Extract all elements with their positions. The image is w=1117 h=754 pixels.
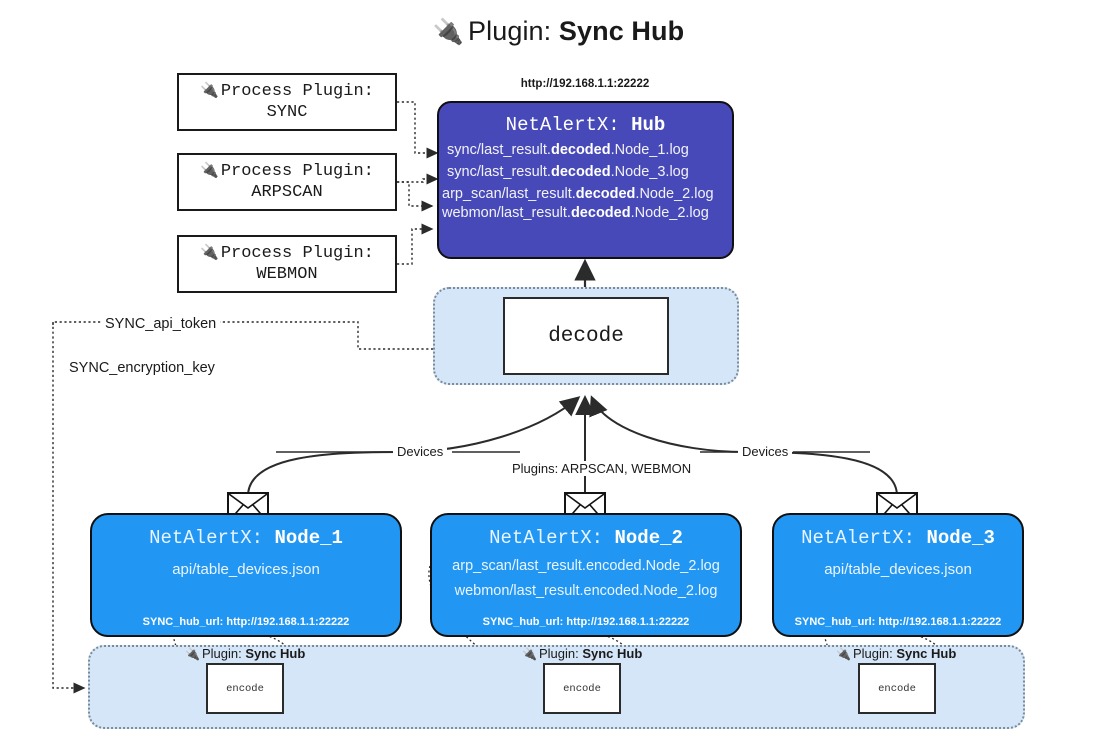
node-title: NetAlertX: Node_1: [92, 527, 400, 549]
process-plugin-label: Process Plugin:: [220, 81, 374, 101]
page-title-prefix: Plugin:: [468, 16, 552, 46]
process-plugin-box-sync[interactable]: 🔌Process Plugin: SYNC: [177, 73, 397, 131]
hub-log-strong: decoded: [575, 186, 636, 202]
encoder-plugin-strong: Sync Hub: [896, 646, 957, 661]
hub-log-line: webmon/last_result.decoded.Node_2.log: [442, 205, 732, 221]
node-title-prefix: NetAlertX:: [489, 527, 604, 549]
hub-log-strong: decoded: [570, 205, 631, 221]
page-title: 🔌Plugin: Sync Hub: [0, 16, 1117, 47]
process-plugin-name: ARPSCAN: [251, 183, 323, 202]
node-hub-url: SYNC_hub_url: http://192.168.1.1:22222: [142, 616, 350, 628]
hub-title-prefix: NetAlertX:: [505, 114, 620, 136]
node-box-node-2[interactable]: NetAlertX: Node_2 arp_scan/last_result.e…: [430, 513, 742, 637]
node-title-prefix: NetAlertX:: [801, 527, 916, 549]
hub-log-pre: webmon/last_result.: [442, 205, 571, 221]
encoder-plugin-prefix: Plugin:: [538, 646, 579, 661]
hub-log-strong: decoded: [550, 142, 611, 158]
sync-api-token-label: SYNC_api_token: [101, 316, 221, 332]
hub-log-line: sync/last_result.decoded.Node_3.log: [447, 164, 732, 180]
node-line: api/table_devices.json: [172, 561, 320, 578]
node-box-node-1[interactable]: NetAlertX: Node_1 api/table_devices.json…: [90, 513, 402, 637]
plug-icon: 🔌: [200, 160, 219, 179]
node-title-prefix: NetAlertX:: [149, 527, 264, 549]
hub-log-post: .Node_2.log: [630, 205, 709, 221]
encoder-plugin-prefix: Plugin:: [852, 646, 893, 661]
hub-log-line: sync/last_result.decoded.Node_1.log: [447, 142, 732, 158]
page-title-strong: Sync Hub: [558, 16, 685, 46]
process-plugin-box-arpscan[interactable]: 🔌Process Plugin: ARPSCAN: [177, 153, 397, 211]
hub-log-post: .Node_3.log: [610, 164, 689, 180]
hub-title-strong: Hub: [631, 114, 666, 136]
sync-encryption-key-label: SYNC_encryption_key: [65, 360, 219, 376]
node-hub-url: SYNC_hub_url: http://192.168.1.1:22222: [794, 616, 1002, 628]
node-title-strong: Node_3: [926, 527, 995, 549]
node-line: arp_scan/last_result.encoded.Node_2.log: [452, 558, 720, 574]
encoder-plugin-label-2: 🔌Plugin: Sync Hub: [522, 646, 642, 661]
node-title-strong: Node_2: [614, 527, 683, 549]
plug-icon: 🔌: [522, 647, 537, 661]
node-line: webmon/last_result.encoded.Node_2.log: [454, 583, 718, 599]
node-line: api/table_devices.json: [824, 561, 972, 578]
hub-url-caption: http://192.168.1.1:22222: [520, 78, 650, 90]
node-hub-url: SYNC_hub_url: http://192.168.1.1:22222: [482, 616, 690, 628]
decode-label: decode: [548, 324, 624, 348]
hub-log-line: arp_scan/last_result.decoded.Node_2.log: [442, 186, 732, 202]
process-plugin-label: Process Plugin:: [220, 161, 374, 181]
encoder-plugin-strong: Sync Hub: [245, 646, 306, 661]
node-box-node-3[interactable]: NetAlertX: Node_3 api/table_devices.json…: [772, 513, 1024, 637]
encoder-plugin-label-1: 🔌Plugin: Sync Hub: [185, 646, 305, 661]
plug-icon: 🔌: [200, 242, 219, 261]
hub-title: NetAlertX: Hub: [439, 114, 732, 136]
node-title-strong: Node_1: [274, 527, 343, 549]
hub-log-strong: decoded: [550, 164, 611, 180]
encode-label: encode: [226, 682, 264, 695]
decode-box[interactable]: decode: [503, 297, 669, 375]
hub-log-post: .Node_2.log: [635, 186, 714, 202]
hub-box[interactable]: NetAlertX: Hub sync/last_result.decoded.…: [437, 101, 734, 259]
encode-box-1[interactable]: encode: [206, 663, 284, 714]
hub-log-pre: arp_scan/last_result.: [442, 186, 576, 202]
plug-icon: 🔌: [836, 647, 851, 661]
hub-log-post: .Node_1.log: [610, 142, 689, 158]
encoder-plugin-prefix: Plugin:: [201, 646, 242, 661]
edge-label-devices-right: Devices: [738, 444, 793, 459]
plug-icon: 🔌: [185, 647, 200, 661]
plug-icon: 🔌: [432, 18, 465, 46]
edge-label-plugins: Plugins: ARPSCAN, WEBMON: [508, 461, 696, 476]
process-plugin-label: Process Plugin:: [220, 243, 374, 263]
edge-label-devices-left: Devices: [393, 444, 448, 459]
node-title: NetAlertX: Node_3: [774, 527, 1022, 549]
node-title: NetAlertX: Node_2: [432, 527, 740, 549]
encode-box-2[interactable]: encode: [543, 663, 621, 714]
process-plugin-box-webmon[interactable]: 🔌Process Plugin: WEBMON: [177, 235, 397, 293]
encoder-plugin-strong: Sync Hub: [582, 646, 643, 661]
hub-log-pre: sync/last_result.: [447, 164, 551, 180]
encode-box-3[interactable]: encode: [858, 663, 936, 714]
plug-icon: 🔌: [200, 80, 219, 99]
process-plugin-name: SYNC: [266, 103, 308, 122]
process-plugin-name: WEBMON: [256, 265, 318, 284]
hub-log-pre: sync/last_result.: [447, 142, 551, 158]
encode-label: encode: [878, 682, 916, 695]
encode-label: encode: [563, 682, 601, 695]
encoder-plugin-label-3: 🔌Plugin: Sync Hub: [836, 646, 956, 661]
